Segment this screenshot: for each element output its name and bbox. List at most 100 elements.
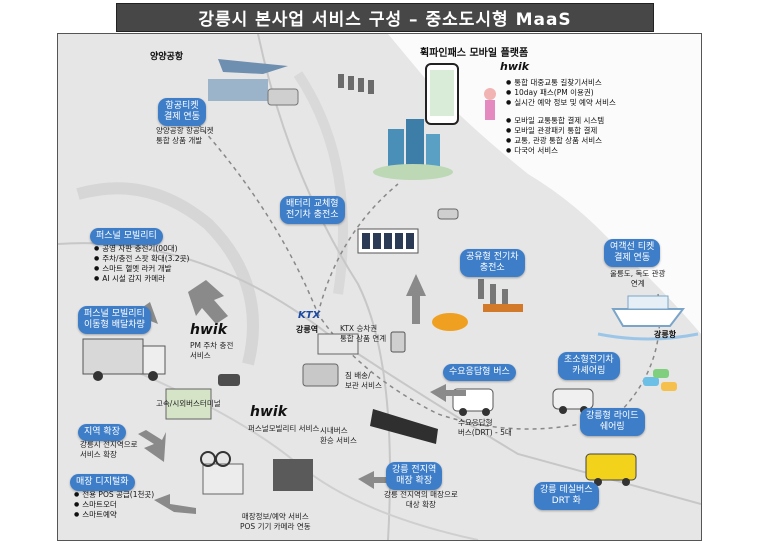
platform-list-item: 모바일 관광패키 통합 결제 [506, 126, 604, 136]
drt-box: 수요응답형 버스 [443, 364, 516, 381]
terminal-label: 고속/시외버스터미널 [156, 399, 221, 408]
hwik-logo-text: hwik [500, 60, 530, 73]
citywide-caption: 강릉 전지역의 매장으로 대상 확장 [384, 490, 458, 510]
micro-ev-box: 초소형전기차 카셰어링 [558, 352, 620, 380]
shared-ev-charger-icon [478, 279, 523, 312]
ferry-ticket-box-line: 결제 연동 [614, 253, 651, 263]
hwik-logo-text: hwik [190, 322, 228, 338]
platform-list-item: 교통, 관광 통합 상품 서비스 [506, 136, 604, 146]
car-icon [218, 374, 240, 386]
store-icon [200, 451, 313, 495]
storage-caption-line: 짐 배송/ [345, 371, 371, 380]
rideshare-box-line: 쉐어링 [599, 422, 625, 432]
platform-list-item: 실시간 예약 정보 및 예약 서비스 [506, 98, 616, 108]
land-area [58, 34, 701, 540]
personal-mobility-item: 스마트 헬멧 라커 개발 [94, 264, 189, 274]
tour-bus-icon [585, 453, 637, 481]
pm-delivery-box-line: 이동형 배달차량 [84, 320, 145, 330]
terrain-ridge [293, 71, 348, 295]
platform-list-item: 통합 대중교통 길찾기서비스 [506, 78, 616, 88]
pm-delivery-caption-line: PM 주차 충전 [190, 341, 234, 350]
ferry-ticket-box: 여객선 티켓 결제 연동 [604, 239, 661, 267]
airplane-icon [218, 59, 288, 74]
battery-station-icon [357, 208, 459, 254]
ktx-station-icon [317, 333, 359, 355]
ktx-caption-line: 통합 상품 연계 [340, 334, 387, 343]
airport-label: 양양공항 [150, 52, 184, 62]
storage-caption-line: 보관 서비스 [345, 381, 382, 390]
store-digital-item: 스마트오더 [74, 500, 154, 510]
ferry-icon [627, 295, 669, 310]
van-icon [267, 88, 299, 106]
store-digital-caption-line: POS 기기 카메라 연동 [240, 522, 311, 531]
station-label: 강릉역 [296, 325, 319, 334]
drt-caption-line: 수요응답형 [458, 418, 493, 427]
wave [597, 332, 699, 341]
store-digital-box: 매장 디지털화 [70, 474, 135, 491]
ferry-caption: 울릉도, 독도 관광 연계 [610, 269, 665, 289]
storage-locker-icon [302, 363, 339, 387]
regional-caption-line: 강릉시 전지역으로 [80, 440, 138, 449]
tour-bus-box-line: 강릉 테실버스 [540, 485, 593, 495]
personal-mobility-list: 공영 자판 충전기(00대) 주차/충전 스팟 확대(3.2곳) 스마트 헬멧 … [94, 244, 189, 284]
regional-caption: 강릉시 전지역으로 서비스 확장 [80, 440, 138, 460]
hwik-logo: hwik [190, 322, 227, 338]
ferry-caption-line: 연계 [630, 279, 645, 288]
platform-list-1: 통합 대중교통 길찾기서비스 10day 패스(PM 이용권) 실시간 예약 정… [506, 78, 616, 108]
platform-list-item: 다국어 서비스 [506, 146, 604, 156]
service-map-panel: 양양공항 항공티켓 결제 연동 양양공항 항공티켓 통합 상품 개발 휙파인패스… [57, 33, 702, 541]
delivery-truck-icon [82, 338, 144, 375]
citywide-store-box-line: 강릉 전지역 [392, 465, 437, 475]
port-label: 강릉항 [654, 330, 677, 339]
platform-list-2: 모바일 교통통합 결제 시스템 모바일 관광패키 통합 결제 교통, 관광 통합… [506, 116, 604, 156]
airport-caption-line: 통합 상품 개발 [156, 136, 203, 145]
ktx-logo: KTX [298, 310, 321, 321]
battery-station-box: 배터리 교체형 전기차 충전소 [280, 196, 345, 224]
micro-ev-icon [643, 377, 659, 386]
shared-ev-box: 공유형 전기차 충전소 [460, 249, 525, 277]
storage-caption: 짐 배송/ 보관 서비스 [345, 371, 382, 391]
city-bus-caption-line: 시내버스 [320, 426, 348, 435]
person-icon [485, 100, 495, 120]
citywide-store-box-line: 매장 확장 [396, 476, 433, 486]
micro-ev-icon [661, 382, 677, 391]
personal-mobility-box: 퍼스널 모빌리티 [90, 228, 163, 245]
airport-ticket-box-line: 결제 연동 [164, 112, 200, 122]
airport-caption: 양양공항 항공티켓 통합 상품 개발 [156, 126, 214, 146]
service-route [197, 123, 661, 430]
rideshare-car-icon [552, 388, 594, 410]
city-bus-icon [370, 409, 438, 444]
smartphone-screen [430, 70, 454, 116]
ferry-caption-line: 울릉도, 독도 관광 [610, 269, 666, 278]
rideshare-box-line: 강릉형 라이드 [586, 411, 639, 421]
terrain-ridge [76, 182, 259, 366]
store-digital-list: 전용 POS 공급(1천곳) 스마트오더 스마트예약 [74, 490, 154, 520]
hwik-logo: hwik [250, 404, 287, 420]
bus-terminal-icon [165, 388, 212, 420]
store-digital-item: 스마트예약 [74, 510, 154, 520]
ktx-caption: KTX 승차권 통합 상품 연계 [340, 324, 386, 344]
citywide-caption-line: 대상 확장 [405, 500, 436, 509]
city-bus-caption: 시내버스 환승 서비스 [320, 426, 357, 446]
airport-ticket-box: 항공티켓 결제 연동 [158, 98, 206, 126]
delivery-truck-icon [142, 345, 166, 375]
person-icon [484, 88, 496, 100]
city-buildings-icon [373, 119, 453, 180]
micro-ev-box-line: 초소형전기차 [564, 355, 614, 365]
platform-list-item: 모바일 교통통합 결제 시스템 [506, 116, 604, 126]
pm-delivery-caption: PM 주차 충전 서비스 [190, 341, 233, 361]
micro-ev-icon [653, 369, 669, 378]
battery-station-box-line: 전기차 충전소 [286, 210, 339, 220]
ferry-icon [611, 308, 686, 327]
tour-bus-box-line: DRT 화 [551, 496, 581, 506]
citywide-store-box: 강릉 전지역 매장 확장 [386, 462, 443, 490]
store-digital-caption: 매장정보/예약 서비스 POS 기기 카메라 연동 [240, 512, 311, 532]
hwik-logo-text: hwik [250, 404, 288, 420]
battery-station-box-line: 배터리 교체형 [286, 199, 339, 209]
ktx-caption-line: KTX 승차권 [340, 324, 378, 333]
pm-delivery-box-line: 퍼스널 모빌리티 [84, 309, 145, 319]
store-digital-item: 전용 POS 공급(1천곳) [74, 490, 154, 500]
mobile-platform-title: 휙파인패스 모바일 플랫폼 [420, 48, 529, 59]
flow-arrow [133, 274, 466, 514]
charger-row-icon [338, 74, 374, 94]
